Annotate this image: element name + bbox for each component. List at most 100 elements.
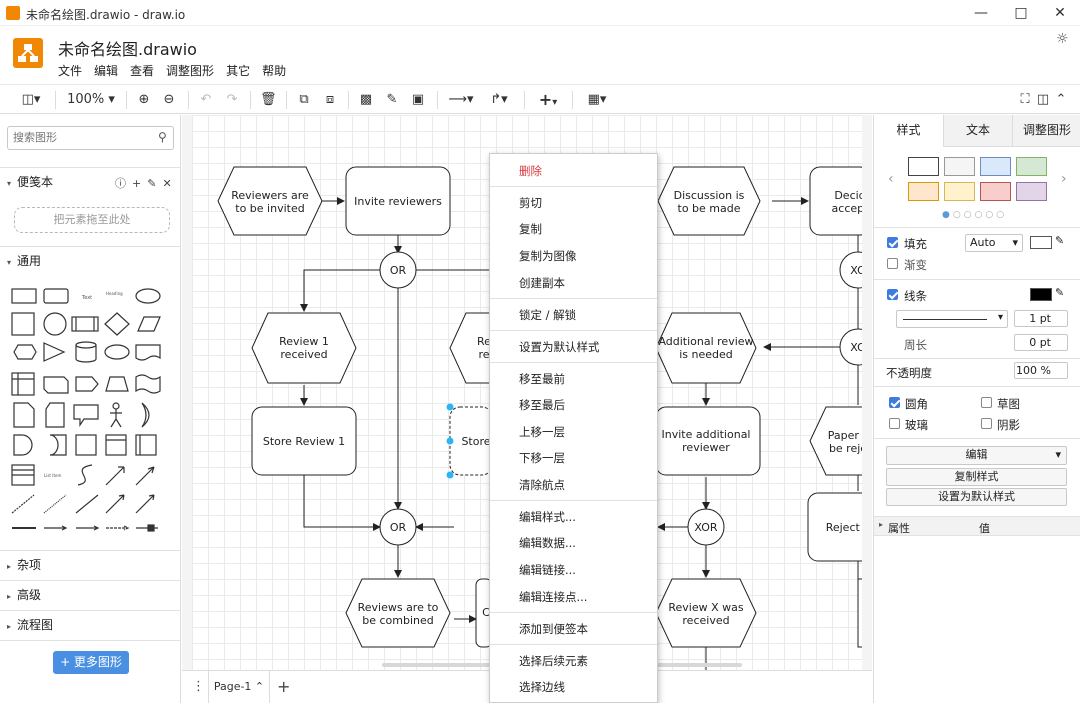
style-swatch-6[interactable] <box>944 182 975 201</box>
general-shapes-grid[interactable]: Text Heading <box>10 285 170 535</box>
node-xor-3[interactable]: XOR <box>694 521 717 534</box>
swatch-prev-icon[interactable]: ‹ <box>888 171 894 187</box>
rounded-checkbox[interactable] <box>889 397 900 408</box>
fill-checkbox[interactable] <box>887 237 898 248</box>
node-reviewx-received[interactable]: Review X was <box>668 601 744 614</box>
document-title[interactable]: 未命名绘图.drawio <box>58 40 197 59</box>
ctx-edit-style[interactable]: 编辑样式... <box>519 510 576 524</box>
ctx-add-to-scratchpad[interactable]: 添加到便签本 <box>519 622 588 636</box>
redo-icon[interactable]: ↷ <box>226 92 238 107</box>
menu-help[interactable]: 帮助 <box>262 64 287 78</box>
general-section[interactable]: ▾通用 <box>0 246 181 274</box>
insert-plus-icon[interactable]: +▾ <box>538 90 558 109</box>
close-button[interactable]: ✕ <box>1054 5 1066 21</box>
help-icon[interactable]: ⓘ <box>115 177 132 190</box>
copy-style-button[interactable]: 复制样式 <box>886 468 1067 486</box>
more-shapes-button[interactable]: + 更多图形 <box>53 651 129 674</box>
shape-search-input[interactable] <box>7 126 174 150</box>
menu-view[interactable]: 查看 <box>130 64 155 78</box>
node-paper-rejected[interactable]: Paper s <box>828 429 869 442</box>
style-swatch-8[interactable] <box>1016 182 1047 201</box>
table-icon[interactable]: ▦▾ <box>587 92 607 107</box>
line-checkbox[interactable] <box>887 289 898 300</box>
scratchpad-dropzone[interactable]: 把元素拖至此处 <box>14 207 170 233</box>
shadow-icon[interactable]: ▣ <box>411 92 425 107</box>
ctx-set-default-style[interactable]: 设置为默认样式 <box>519 340 600 354</box>
menu-edit[interactable]: 编辑 <box>94 64 119 78</box>
node-invite-reviewers[interactable]: Invite reviewers <box>354 195 442 208</box>
style-swatch-5[interactable] <box>908 182 939 201</box>
delete-icon[interactable]: 🗑 <box>260 92 277 107</box>
node-review2-received[interactable]: Re <box>477 335 491 348</box>
misc-section[interactable]: ▸杂项 <box>0 550 181 578</box>
node-xor-1[interactable]: XO <box>850 264 866 277</box>
node-reviewers-invited[interactable]: Reviewers are <box>231 189 309 202</box>
to-back-icon[interactable]: ⧈ <box>325 92 335 107</box>
style-swatch-1[interactable] <box>908 157 939 176</box>
ctx-send-backward[interactable]: 下移一层 <box>519 451 565 465</box>
tab-arrange[interactable]: 调整图形 <box>1012 115 1080 147</box>
tab-text[interactable]: 文本 <box>943 115 1012 147</box>
format-panel-icon[interactable]: ◫ <box>1036 92 1050 107</box>
properties-expand-icon[interactable]: ▸ <box>879 520 884 529</box>
sketch-checkbox[interactable] <box>981 397 992 408</box>
node-additional-review[interactable]: Additional review <box>658 335 753 348</box>
node-store-review1[interactable]: Store Review 1 <box>263 435 345 448</box>
view-layout-icon[interactable]: ◫▾ <box>21 92 41 107</box>
fill-color-swatch[interactable] <box>1030 236 1052 249</box>
properties-header[interactable]: ▸ 属性 值 <box>874 516 1080 536</box>
menu-extras[interactable]: 其它 <box>226 64 251 78</box>
glass-checkbox[interactable] <box>889 418 900 429</box>
menu-file[interactable]: 文件 <box>58 64 83 78</box>
ctx-edit-link[interactable]: 编辑链接... <box>519 563 576 577</box>
ctx-to-back[interactable]: 移至最后 <box>519 398 565 412</box>
fill-color-edit-icon[interactable]: ✎ <box>1055 234 1065 247</box>
zoom-dropdown[interactable]: 100% ▾ <box>67 92 115 107</box>
scratchpad-section[interactable]: ▾便笺本 <box>0 167 181 195</box>
waypoints-icon[interactable]: ↱▾ <box>490 92 508 107</box>
swatch-page-dots[interactable]: ●○○○○○ <box>942 210 1008 220</box>
node-reviews-combined[interactable]: Reviews are to <box>358 601 439 614</box>
line-color-edit-icon[interactable]: ✎ <box>1055 286 1065 299</box>
close-icon[interactable]: ✕ <box>162 177 178 190</box>
line-color-icon[interactable]: ✎ <box>386 92 398 107</box>
style-swatch-4[interactable] <box>1016 157 1047 176</box>
node-reject-paper[interactable]: Reject p <box>826 521 871 534</box>
minimize-button[interactable]: — <box>974 5 988 21</box>
ctx-to-front[interactable]: 移至最前 <box>519 372 565 386</box>
gradient-checkbox[interactable] <box>887 258 898 269</box>
node-discussion[interactable]: Discussion is <box>674 189 745 202</box>
shadow-checkbox[interactable] <box>981 418 992 429</box>
opacity-input[interactable]: 100 % <box>1014 362 1068 379</box>
ctx-duplicate[interactable]: 创建副本 <box>519 276 565 290</box>
page-tab-current[interactable]: Page-1 ⌃ <box>208 671 270 703</box>
collapse-icon[interactable]: ⌃ <box>1055 92 1067 107</box>
tab-style[interactable]: 样式 <box>874 115 943 147</box>
perimeter-input[interactable]: 0 pt <box>1014 334 1068 351</box>
line-pattern-select[interactable]: ▾ <box>896 310 1008 328</box>
menu-arrange[interactable]: 调整图形 <box>166 64 215 78</box>
theme-sun-icon[interactable]: ☼ <box>1056 31 1069 47</box>
ctx-select-descendants[interactable]: 选择后续元素 <box>519 654 588 668</box>
edit-icon[interactable]: ✎ <box>147 177 163 190</box>
swatch-next-icon[interactable]: › <box>1061 171 1067 187</box>
ctx-bring-forward[interactable]: 上移一层 <box>519 425 565 439</box>
node-review1-received[interactable]: Review 1 <box>279 335 329 348</box>
ctx-cut[interactable]: 剪切 <box>519 196 542 210</box>
node-or-1[interactable]: OR <box>390 264 407 277</box>
fullscreen-icon[interactable]: ⛶ <box>1020 92 1030 107</box>
set-default-style-button[interactable]: 设置为默认样式 <box>886 488 1067 506</box>
advanced-section[interactable]: ▸高级 <box>0 580 181 608</box>
edit-style-dropdown[interactable]: 编辑▾ <box>886 446 1067 465</box>
style-swatch-2[interactable] <box>944 157 975 176</box>
connection-icon[interactable]: ⟶▾ <box>448 92 474 107</box>
add-page-icon[interactable]: + <box>277 677 291 696</box>
zoom-out-icon[interactable]: ⊖ <box>163 92 175 107</box>
node-xor-2[interactable]: XO <box>850 341 866 354</box>
node-or-2[interactable]: OR <box>390 521 407 534</box>
node-invite-additional[interactable]: Invite additional <box>662 428 751 441</box>
ctx-lock-unlock[interactable]: 锁定 / 解锁 <box>519 308 577 322</box>
to-front-icon[interactable]: ⧉ <box>299 92 309 107</box>
add-icon[interactable]: + <box>132 177 148 190</box>
fill-type-select[interactable]: Auto▾ <box>965 234 1023 252</box>
